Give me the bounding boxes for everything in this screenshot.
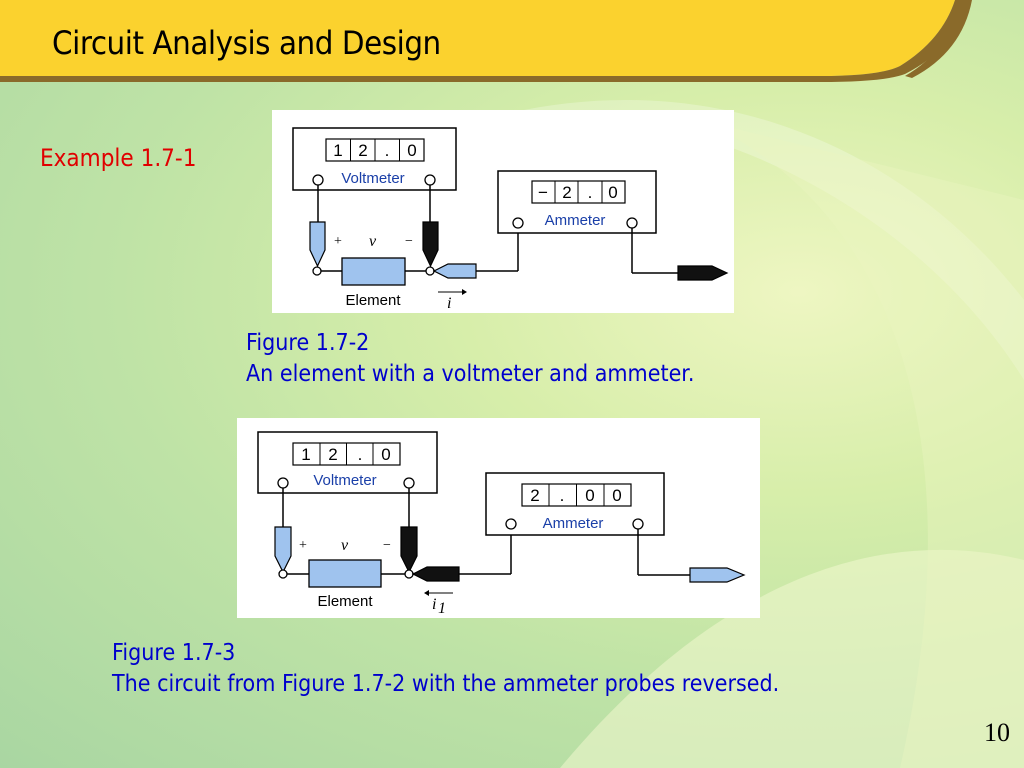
- voltmeter-terminal-plus: [277, 477, 289, 489]
- voltmeter-probe-positive: [309, 221, 326, 268]
- plus-sign: +: [334, 234, 342, 249]
- voltmeter-label: Voltmeter: [313, 472, 376, 489]
- plus-sign: +: [299, 538, 307, 553]
- page-number: 10: [984, 718, 1010, 747]
- voltmeter-digit: .: [385, 141, 390, 160]
- ammeter-probe-output: [689, 567, 746, 583]
- caption-description: The circuit from Figure 1.7-2 with the a…: [112, 671, 780, 697]
- figure-1-7-2: 1 2 . 0 Voltmeter + v − Element i: [272, 110, 734, 313]
- ammeter-probe-input: [411, 566, 460, 582]
- slide-title: Circuit Analysis and Design: [52, 24, 441, 62]
- ammeter-digit: 0: [608, 183, 617, 202]
- figure-caption-1: Figure 1.7-2 An element with a voltmeter…: [246, 328, 695, 390]
- voltmeter-terminal-minus: [403, 477, 415, 489]
- caption-description: An element with a voltmeter and ammeter.: [246, 361, 695, 387]
- figure-1-7-3: 1 2 . 0 Voltmeter + v − Element i 1: [237, 418, 760, 618]
- voltmeter-digit: 0: [381, 445, 390, 464]
- ammeter-label: Ammeter: [545, 212, 606, 229]
- current-symbol: i: [432, 596, 436, 613]
- example-label: Example 1.7-1: [40, 144, 197, 172]
- ammeter-terminal-right: [626, 217, 638, 229]
- current-subscript: 1: [438, 600, 446, 617]
- current-symbol: i: [447, 295, 451, 312]
- voltmeter-label: Voltmeter: [341, 170, 404, 187]
- voltmeter-digit: 2: [328, 445, 337, 464]
- ammeter-digit: 0: [585, 486, 594, 505]
- element-box: [341, 257, 406, 286]
- element-label: Element: [317, 593, 373, 610]
- ammeter-digit: 2: [530, 486, 539, 505]
- minus-sign: −: [405, 234, 413, 249]
- ammeter-digit: 0: [612, 486, 621, 505]
- caption-figure-number: Figure 1.7-2: [246, 330, 370, 356]
- ammeter-digit: .: [588, 183, 593, 202]
- voltmeter-digit: 2: [358, 141, 367, 160]
- element-box: [308, 559, 382, 588]
- voltage-symbol: v: [341, 537, 349, 554]
- element-label: Element: [345, 292, 401, 309]
- voltmeter-digit: 0: [407, 141, 416, 160]
- circuit-diagram-2: 1 2 . 0 Voltmeter + v − Element i 1: [257, 431, 746, 617]
- title-bar: [0, 0, 972, 82]
- voltmeter-terminal-minus: [424, 174, 436, 186]
- voltmeter-digit: 1: [333, 141, 342, 160]
- minus-sign: −: [383, 538, 391, 553]
- ammeter-digit: −: [538, 183, 548, 202]
- ammeter-terminal-right: [632, 518, 644, 530]
- ammeter-probe-input: [432, 263, 477, 279]
- ammeter-terminal-left: [512, 217, 524, 229]
- voltmeter-terminal-plus: [312, 174, 324, 186]
- voltmeter-digit: 1: [301, 445, 310, 464]
- voltmeter-probe-negative: [400, 526, 418, 574]
- figure-caption-2: Figure 1.7-3 The circuit from Figure 1.7…: [112, 638, 779, 700]
- ammeter-digit: 2: [562, 183, 571, 202]
- ammeter-label: Ammeter: [543, 515, 604, 532]
- voltmeter-probe-positive: [274, 526, 292, 574]
- ammeter-terminal-left: [505, 518, 517, 530]
- circuit-diagram-1: 1 2 . 0 Voltmeter + v − Element i: [292, 127, 729, 312]
- ammeter-probe-output: [677, 265, 729, 281]
- ammeter-digit: .: [560, 486, 565, 505]
- voltmeter-probe-negative: [422, 221, 439, 268]
- voltmeter-digit: .: [358, 445, 363, 464]
- voltage-symbol: v: [369, 233, 377, 250]
- caption-figure-number: Figure 1.7-3: [112, 640, 236, 666]
